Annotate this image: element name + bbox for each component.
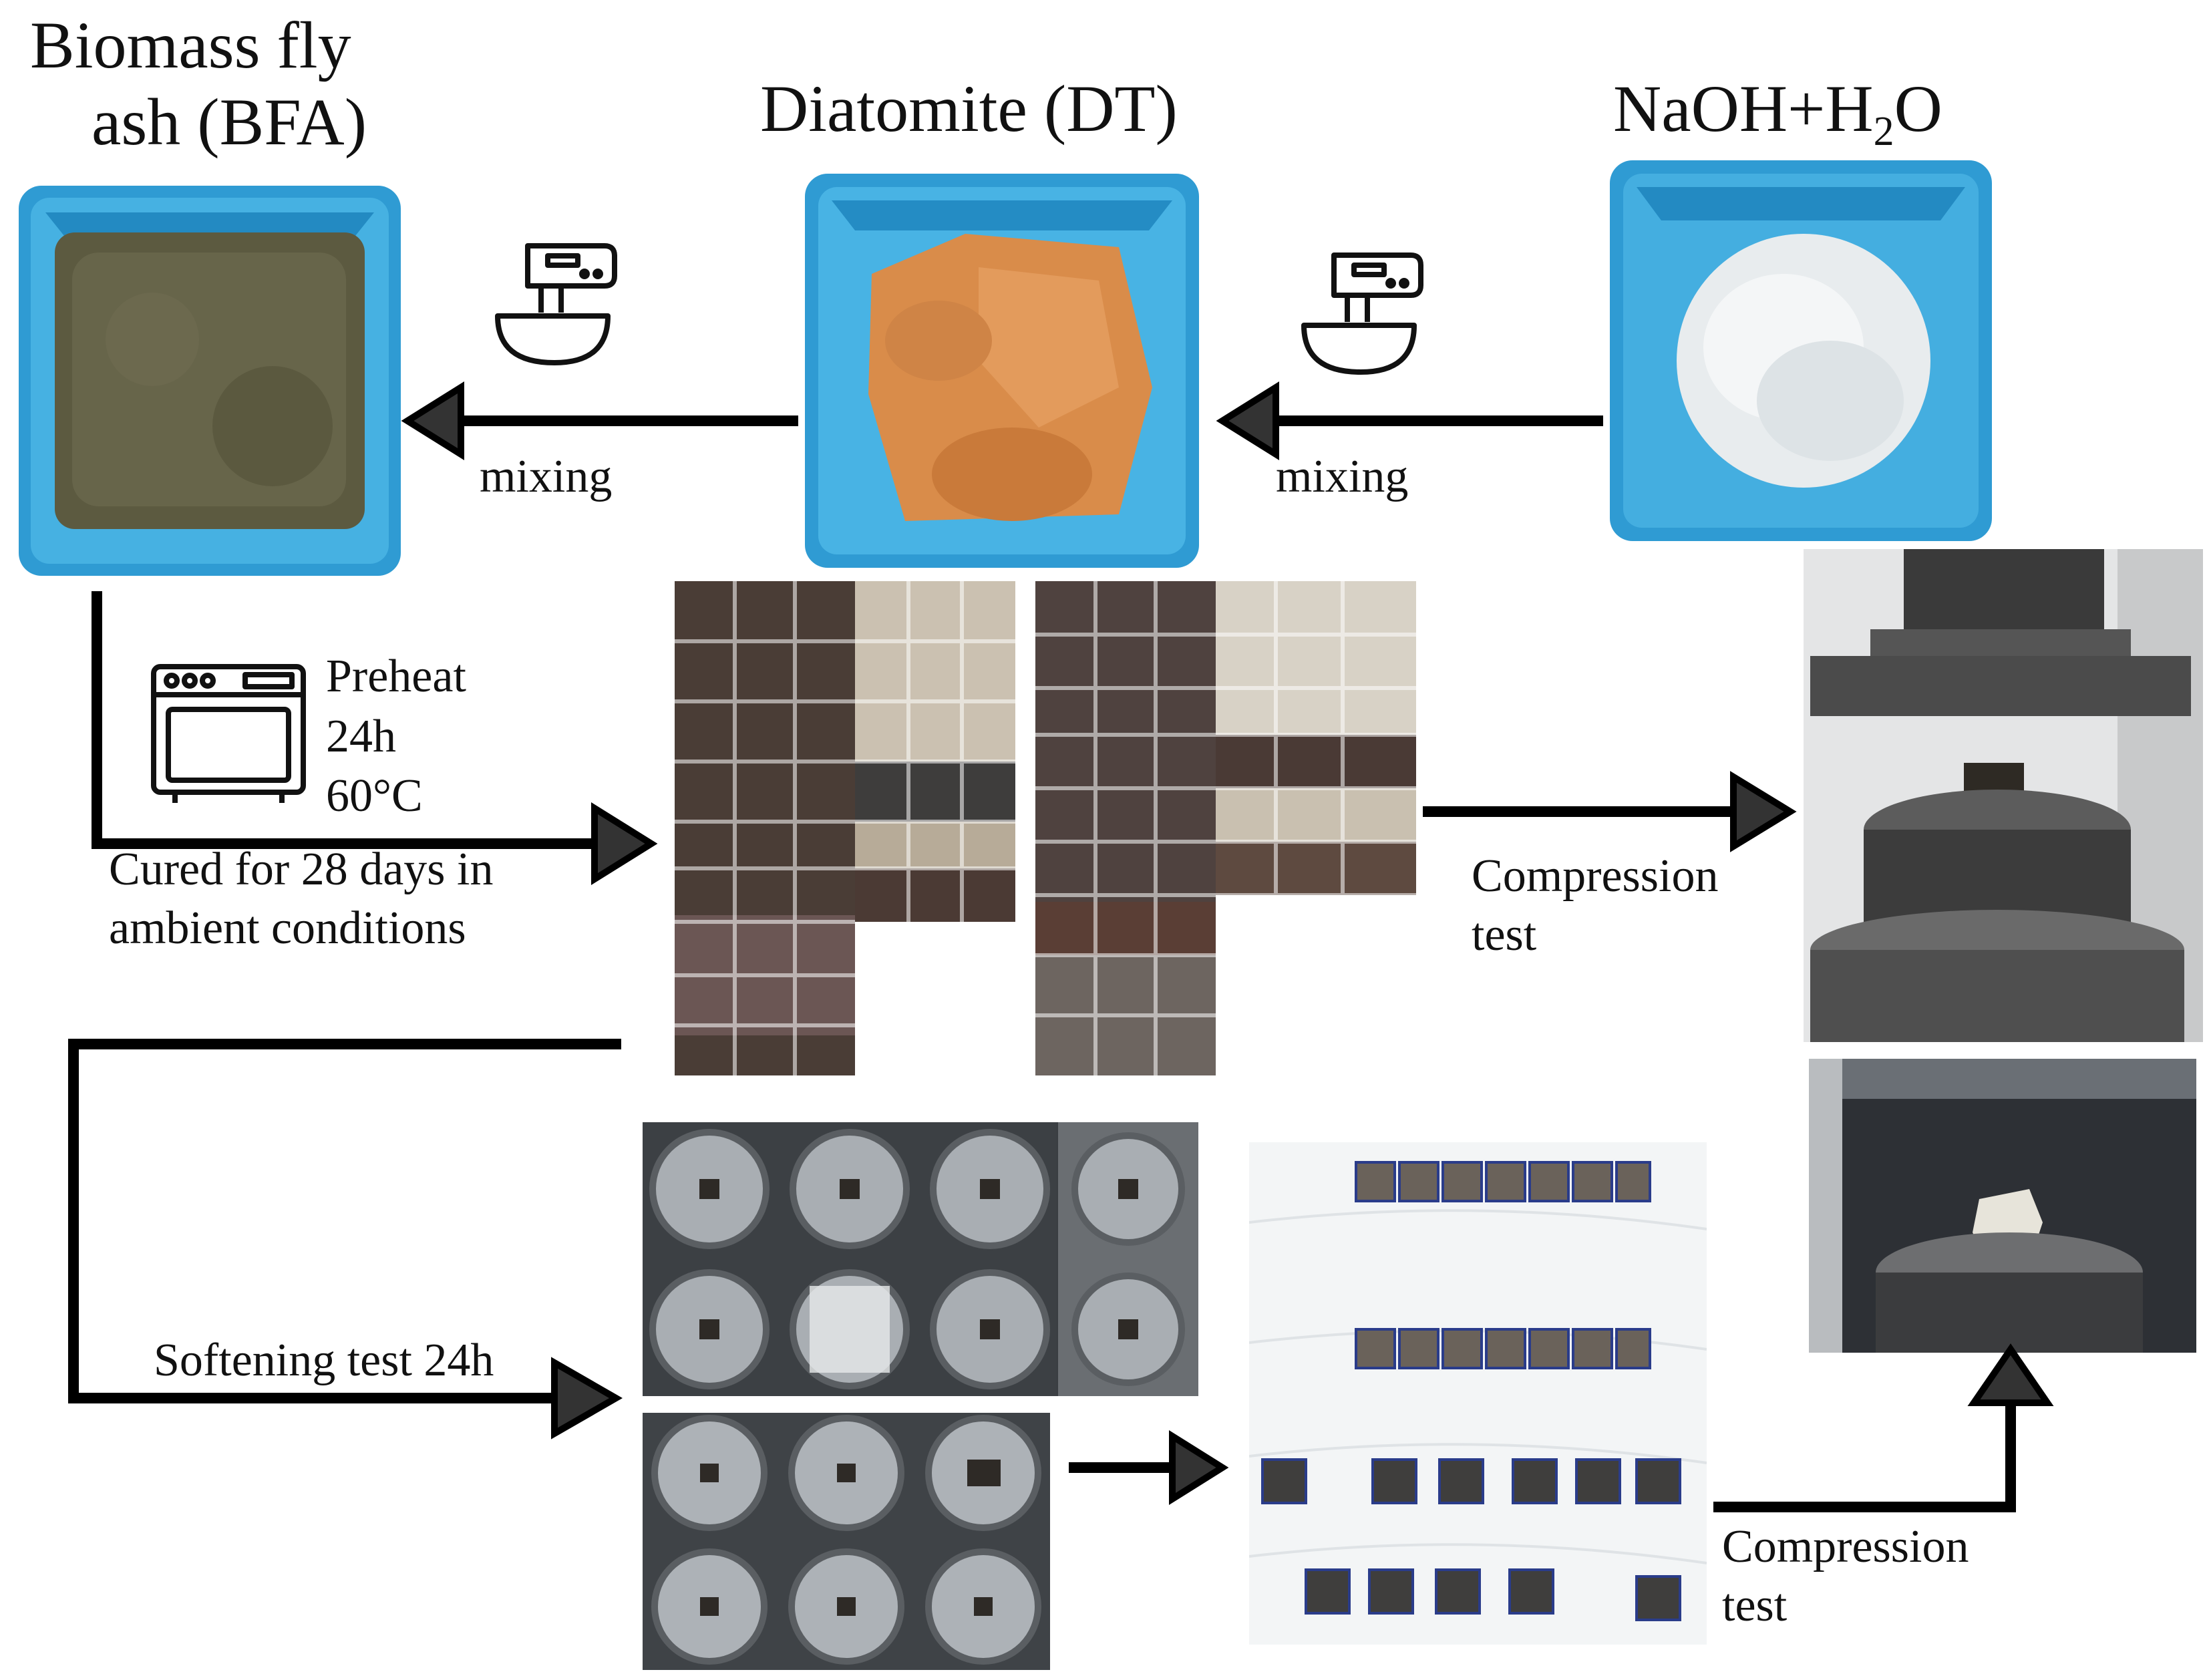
cured-label: Cured for 28 days in ambient conditions xyxy=(109,840,493,957)
hand-mixer-icon xyxy=(495,243,617,365)
compression-top-line1: Compression xyxy=(1472,850,1719,902)
marked-samples-photo xyxy=(1249,1142,1707,1645)
naoh-tray-photo xyxy=(1610,160,1992,541)
compression-bottom-line2: test xyxy=(1722,1579,1788,1631)
naoh-formula-pre: NaOH+H xyxy=(1613,71,1874,146)
cured-samples-photo-right xyxy=(1035,581,1416,1075)
preheat-line3: 60°C xyxy=(326,770,423,822)
preheat-label: Preheat 24h 60°C xyxy=(326,647,466,826)
cured-line2: ambient conditions xyxy=(109,902,466,954)
cured-line1: Cured for 28 days in xyxy=(109,844,494,895)
cured-samples-photo-left xyxy=(675,581,1015,1075)
compression-label-bottom: Compression test xyxy=(1722,1518,1969,1635)
arrowhead-naoh-to-dt xyxy=(1216,381,1279,461)
softening-bowls-photo-bottom xyxy=(643,1413,1050,1670)
softening-bowls-photo-top xyxy=(643,1122,1198,1396)
arrowhead-to-compression-bottom xyxy=(1967,1343,2054,1406)
oven-icon xyxy=(151,664,306,803)
compression-machine-photo-top xyxy=(1804,549,2203,1042)
preheat-line2: 24h xyxy=(326,710,396,762)
mixing-label-left: mixing xyxy=(480,451,613,502)
naoh-formula-sub: 2 xyxy=(1873,109,1894,154)
naoh-formula-post: O xyxy=(1894,71,1942,146)
dt-tray-photo xyxy=(805,174,1199,568)
arrowhead-to-softening xyxy=(551,1357,623,1440)
compression-top-line2: test xyxy=(1472,908,1537,961)
connector-marked-to-compression xyxy=(1713,1399,2016,1512)
dt-title: Diatomite (DT) xyxy=(760,71,1178,146)
connector-curing-to-softening xyxy=(68,1039,621,1403)
compression-machine-photo-bottom xyxy=(1809,1059,2196,1353)
bfa-tray-photo xyxy=(19,186,401,576)
hand-mixer-icon xyxy=(1301,253,1423,375)
connector-bfa-to-curing xyxy=(92,591,591,849)
compression-bottom-line1: Compression xyxy=(1722,1521,1969,1572)
arrowhead-to-curing xyxy=(591,802,658,886)
bfa-title-line2: ash (BFA) xyxy=(92,85,367,159)
arrowhead-dt-to-bfa xyxy=(401,381,464,461)
arrowhead-to-marked xyxy=(1169,1430,1229,1506)
mixing-label-right: mixing xyxy=(1276,451,1409,502)
preheat-line1: Preheat xyxy=(326,651,466,702)
naoh-title: NaOH+H2O xyxy=(1613,70,1942,156)
compression-label-top: Compression test xyxy=(1472,847,1718,964)
bfa-title: Biomass fly ash (BFA) xyxy=(30,7,367,160)
arrowhead-to-compression-top xyxy=(1730,771,1797,852)
bfa-title-line1: Biomass fly xyxy=(30,8,351,82)
softening-label: Softening test 24h xyxy=(154,1335,494,1386)
